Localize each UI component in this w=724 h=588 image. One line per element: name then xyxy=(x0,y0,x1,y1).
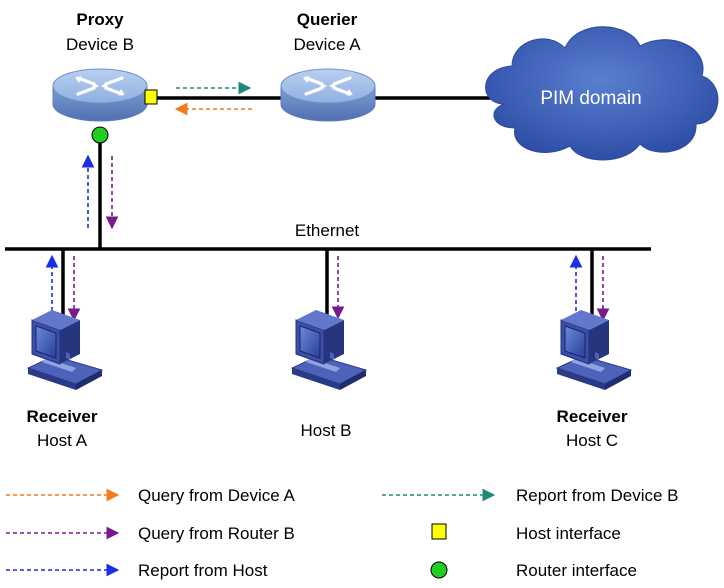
host-b-name: Host B xyxy=(300,421,351,440)
host-a-computer[interactable] xyxy=(27,309,103,391)
links xyxy=(5,96,651,323)
legend-report-from-device-b-label: Report from Device B xyxy=(516,486,679,505)
pim-domain-label: PIM domain xyxy=(540,88,641,109)
proxy-device-name: Device B xyxy=(66,35,134,54)
legend-host-interface-swatch xyxy=(431,523,447,540)
proxy-role-label: Proxy xyxy=(76,10,124,29)
router-interface-marker xyxy=(91,126,109,144)
querier-device-name: Device A xyxy=(293,35,361,54)
ethernet-label: Ethernet xyxy=(295,221,360,240)
legend-report-from-host-label: Report from Host xyxy=(138,561,268,580)
legend-query-from-device-a-label: Query from Device A xyxy=(138,486,295,505)
host-b-computer[interactable] xyxy=(291,309,367,391)
host-c-name: Host C xyxy=(566,431,618,450)
legend: Query from Device A Query from Router B … xyxy=(6,486,679,580)
host-c-computer[interactable] xyxy=(556,309,632,391)
legend-host-interface-label: Host interface xyxy=(516,524,621,543)
router-device-b[interactable] xyxy=(51,67,149,123)
host-c-role: Receiver xyxy=(557,407,628,426)
host-a-role: Receiver xyxy=(27,407,98,426)
querier-role-label: Querier xyxy=(297,10,358,29)
router-device-a[interactable] xyxy=(279,67,377,123)
legend-router-interface-label: Router interface xyxy=(516,561,637,580)
host-a-name: Host A xyxy=(37,431,88,450)
legend-router-interface-swatch xyxy=(430,561,448,579)
host-interface-marker xyxy=(144,89,158,105)
pim-domain-cloud: PIM domain xyxy=(485,26,719,161)
legend-query-from-router-b-label: Query from Router B xyxy=(138,524,295,543)
